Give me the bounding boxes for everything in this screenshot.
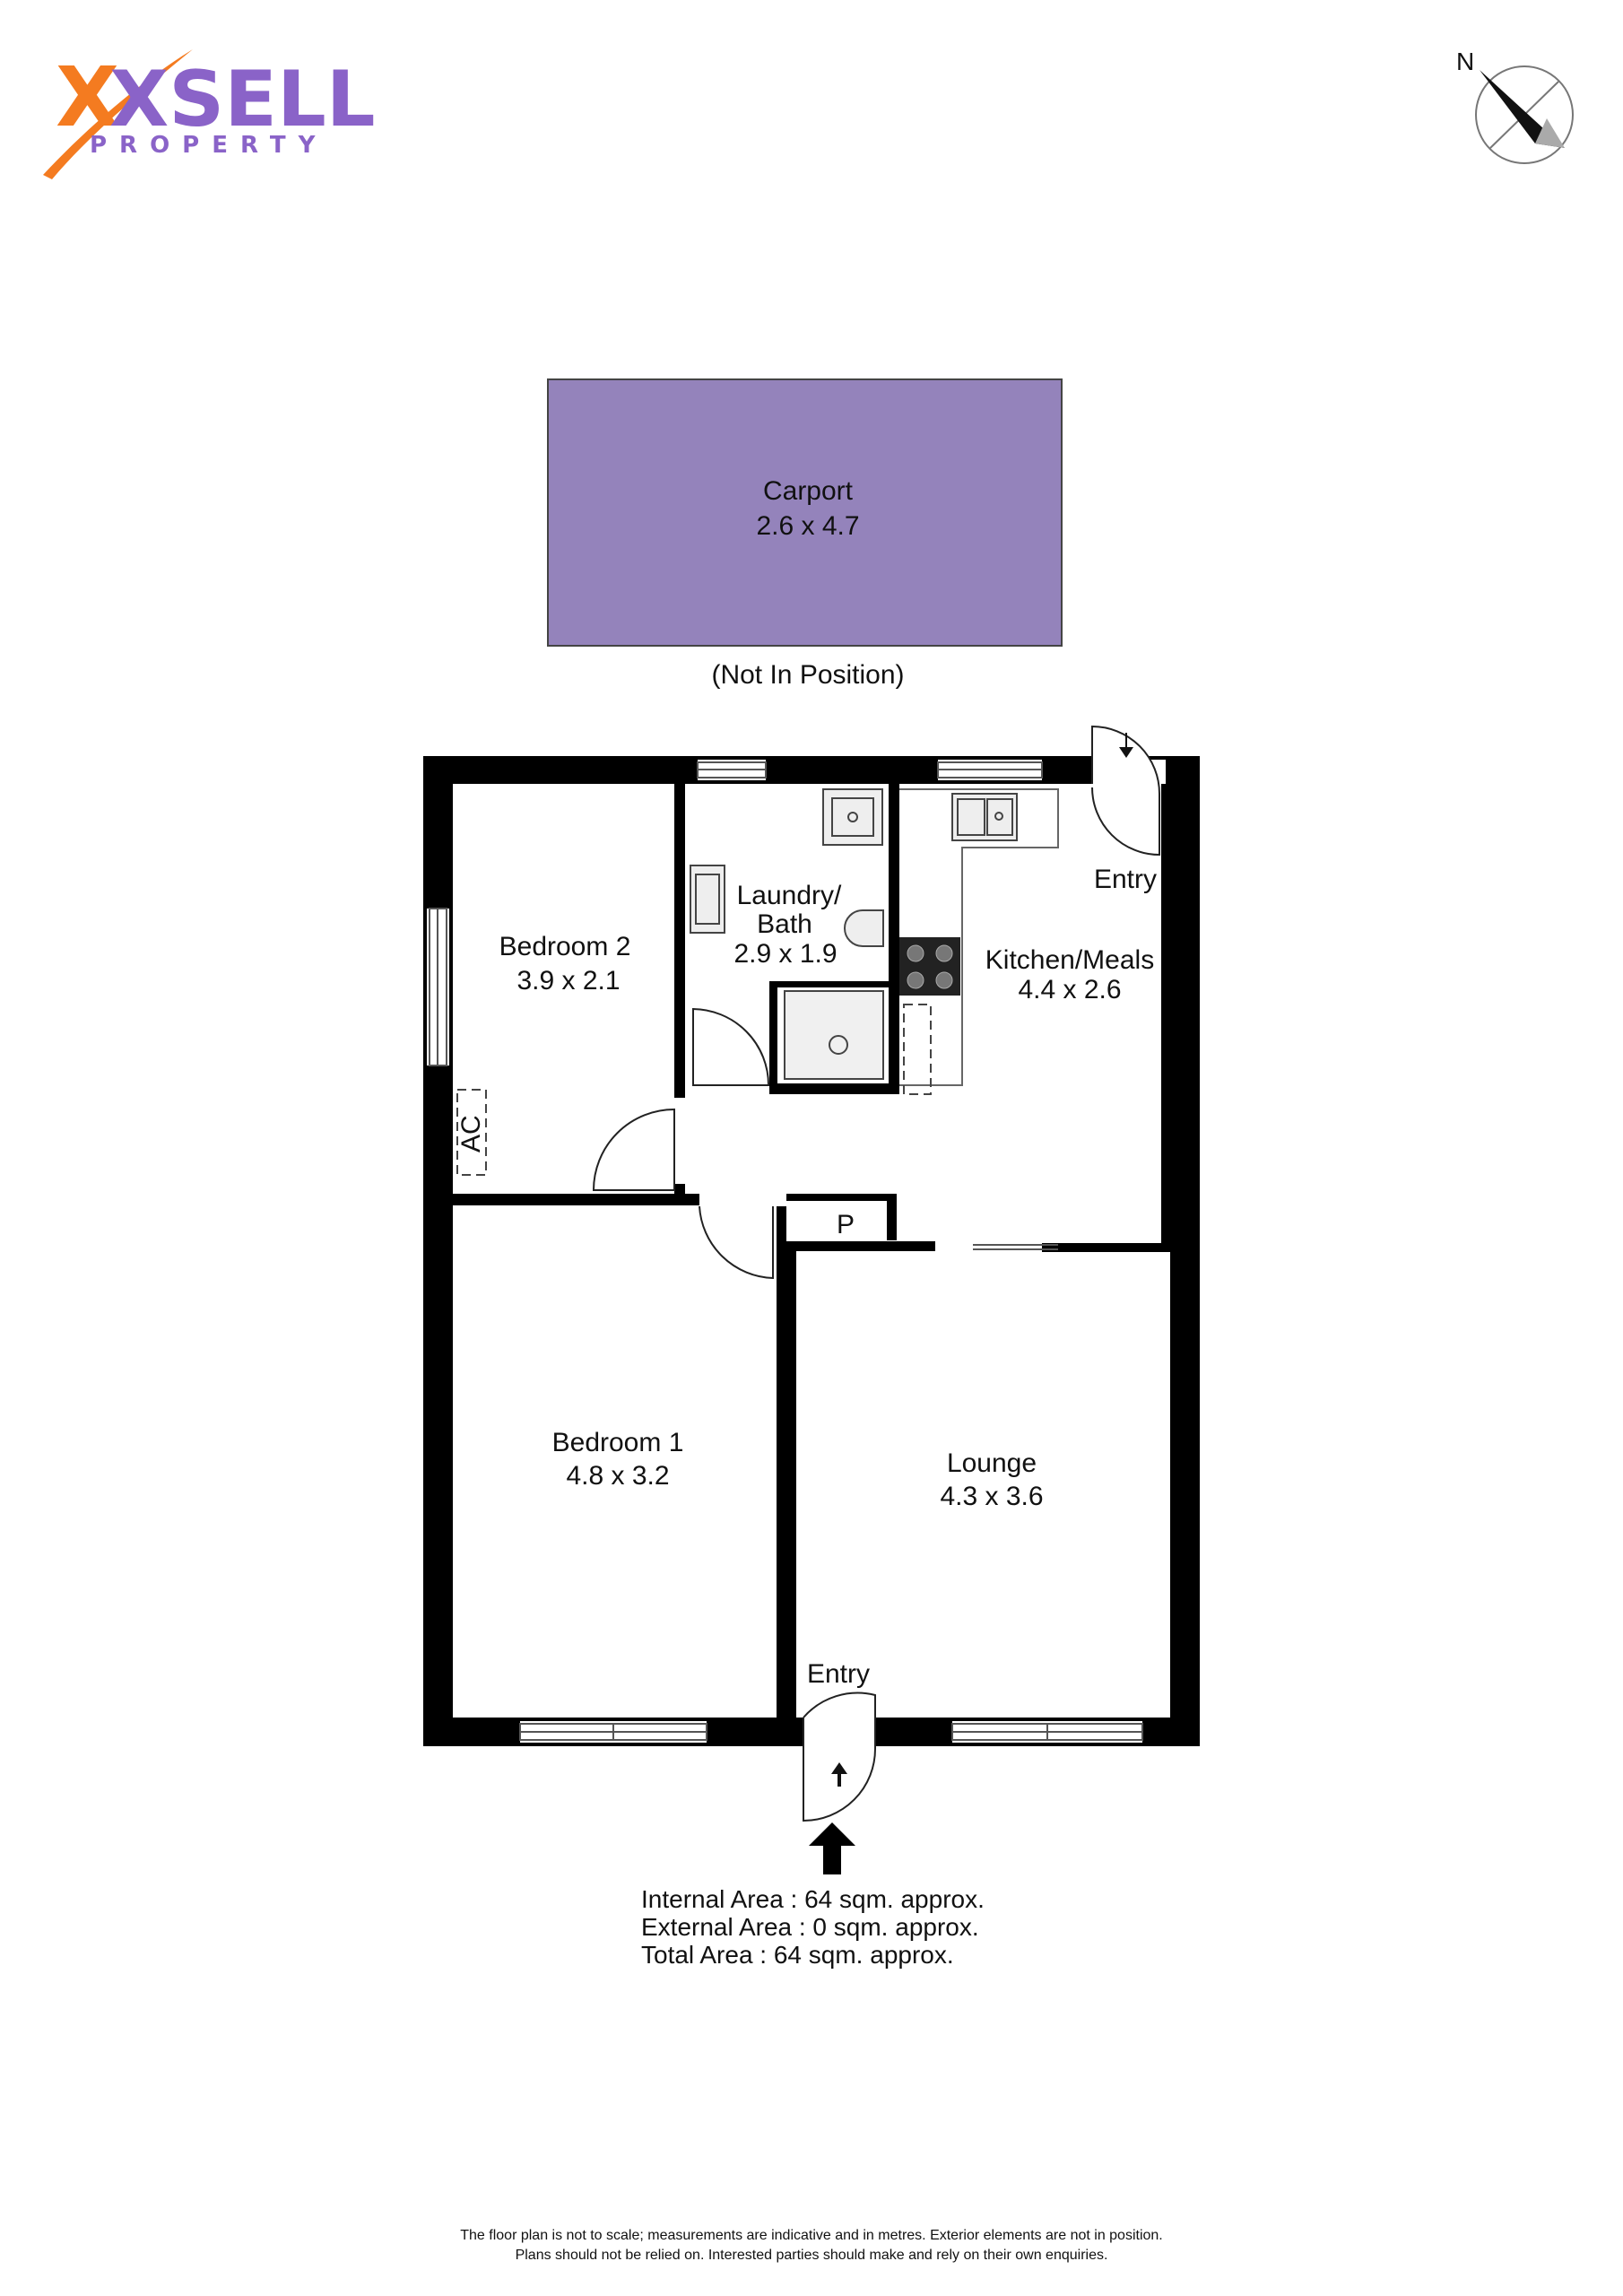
bedroom1-dims: 4.8 x 3.2	[566, 1461, 669, 1491]
bedroom1-name: Bedroom 1	[552, 1428, 684, 1457]
disclaimer-line-1: The floor plan is not to scale; measurem…	[460, 2228, 1163, 2243]
logo-wordmark: XSELL	[109, 55, 376, 144]
sliding-door	[973, 1244, 1058, 1250]
shower-icon	[784, 990, 884, 1080]
entry-bottom-arrow-icon	[831, 1762, 847, 1787]
lounge-dims: 4.3 x 3.6	[940, 1482, 1043, 1511]
carport-area	[547, 378, 1063, 647]
pantry-label: P	[837, 1210, 855, 1239]
compass-north-label: N	[1456, 48, 1474, 75]
fridge-space	[903, 1004, 932, 1095]
lounge-name: Lounge	[947, 1448, 1037, 1478]
carport-note: (Not In Position)	[711, 660, 904, 690]
bedroom2-name: Bedroom 2	[499, 932, 631, 961]
area-summary: Internal Area : 64 sqm. approx. External…	[641, 1885, 985, 1969]
door-bedroom1	[699, 1205, 774, 1280]
door-entry-top	[1091, 725, 1160, 857]
windows	[429, 761, 1143, 1741]
external-area: External Area : 0 sqm. approx.	[641, 1913, 979, 1941]
laundry-name-line1: Laundry/	[737, 881, 842, 910]
toilet-icon	[844, 909, 884, 947]
door-arrows	[831, 733, 1133, 1787]
xsell-logo: X XSELL PROPERTY	[43, 49, 376, 179]
interior-walls	[453, 784, 1170, 1718]
kitchen-name: Kitchen/Meals	[985, 945, 1154, 975]
entry-top-label: Entry	[1094, 865, 1157, 894]
logo-subtitle: PROPERTY	[90, 132, 327, 159]
doors	[592, 725, 1160, 1822]
ac-unit	[456, 1089, 487, 1176]
bedroom2-dims: 3.9 x 2.1	[516, 966, 620, 996]
ac-label: AC	[456, 1115, 486, 1152]
entry-bottom-label: Entry	[807, 1659, 870, 1689]
compass: N	[1456, 48, 1574, 164]
entry-top-arrow-icon	[1119, 733, 1133, 758]
kitchen-dims: 4.4 x 2.6	[1018, 975, 1121, 1004]
door-entry-bottom	[803, 1692, 876, 1822]
door-laundry	[692, 1007, 770, 1086]
carport-name: Carport	[763, 476, 854, 506]
logo-x-letter: X	[56, 49, 119, 145]
laundry-name-line2: Bath	[757, 909, 812, 939]
logo-swoosh-icon	[43, 49, 193, 179]
compass-ring-icon	[1475, 65, 1574, 164]
laundry-dims: 2.9 x 1.9	[733, 939, 837, 969]
disclaimer: The floor plan is not to scale; measurem…	[0, 2226, 1623, 2266]
carport-dims: 2.6 x 4.7	[756, 511, 859, 541]
cooktop-icon	[899, 937, 960, 996]
fixtures	[456, 788, 1059, 1176]
disclaimer-line-2: Plans should not be relied on. Intereste…	[515, 2248, 1108, 2263]
main-entrance-arrow-icon	[809, 1822, 855, 1874]
total-area: Total Area : 64 sqm. approx.	[641, 1941, 954, 1969]
internal-area: Internal Area : 64 sqm. approx.	[641, 1885, 985, 1913]
door-bedroom2	[592, 1108, 675, 1191]
carport: Carport 2.6 x 4.7 (Not In Position)	[547, 378, 1063, 690]
kitchen-bench	[899, 788, 1059, 1086]
